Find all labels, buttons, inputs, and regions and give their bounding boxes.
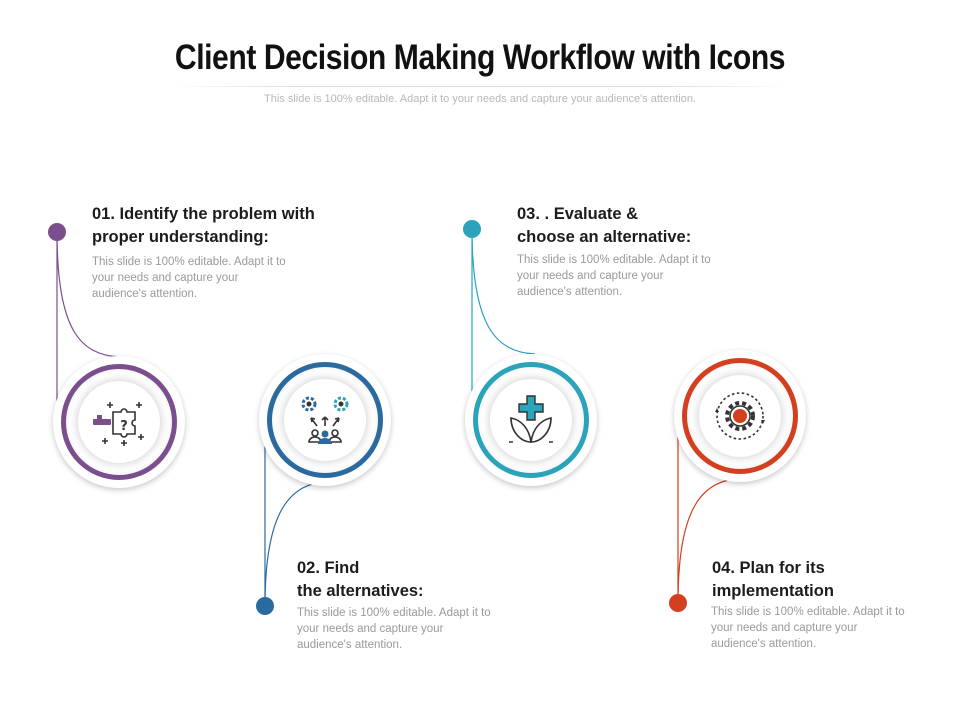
step-4-circle bbox=[674, 350, 806, 482]
step-1-title: 01. Identify the problem with proper und… bbox=[92, 205, 315, 246]
title-divider bbox=[170, 86, 790, 87]
step-1-inner: ? bbox=[78, 381, 160, 463]
step-1-circle: ? bbox=[53, 356, 185, 488]
step-2-title: 02. Find the alternatives: bbox=[297, 559, 424, 600]
step-3-inner bbox=[490, 379, 572, 461]
step-4-ring bbox=[682, 358, 798, 474]
step-4-inner bbox=[699, 375, 781, 457]
gears-team-icon bbox=[301, 396, 349, 444]
key-puzzle-icon: ? bbox=[93, 402, 144, 446]
step-2-ring bbox=[267, 362, 383, 478]
step-3-ring bbox=[473, 362, 589, 478]
svg-text:?: ? bbox=[120, 419, 128, 434]
step-4-dot bbox=[669, 594, 687, 612]
slide-title: Client Decision Making Workflow with Ico… bbox=[174, 38, 786, 77]
step-3-description: This slide is 100% editable. Adapt it to… bbox=[517, 254, 711, 298]
step-1-description: This slide is 100% editable. Adapt it to… bbox=[92, 256, 286, 300]
connector-curve-1 bbox=[56, 231, 121, 358]
gear-cycle-icon bbox=[715, 392, 765, 440]
connector-curve-3 bbox=[471, 228, 536, 355]
step-2-description: This slide is 100% editable. Adapt it to… bbox=[297, 607, 491, 651]
step-2-circle bbox=[259, 354, 391, 486]
plus-leaves-icon bbox=[509, 395, 553, 443]
step-4-description: This slide is 100% editable. Adapt it to… bbox=[711, 606, 905, 650]
step-1-ring: ? bbox=[61, 364, 177, 480]
step-4-title: 04. Plan for its implementation bbox=[712, 559, 834, 600]
step-2-inner bbox=[284, 379, 366, 461]
step-3-dot bbox=[463, 220, 481, 238]
step-3-circle bbox=[465, 354, 597, 486]
step-2-dot bbox=[256, 597, 274, 615]
step-1-dot bbox=[48, 223, 66, 241]
slide-subtitle: This slide is 100% editable. Adapt it to… bbox=[264, 93, 696, 105]
step-3-title: 03. . Evaluate & choose an alternative: bbox=[517, 205, 692, 246]
